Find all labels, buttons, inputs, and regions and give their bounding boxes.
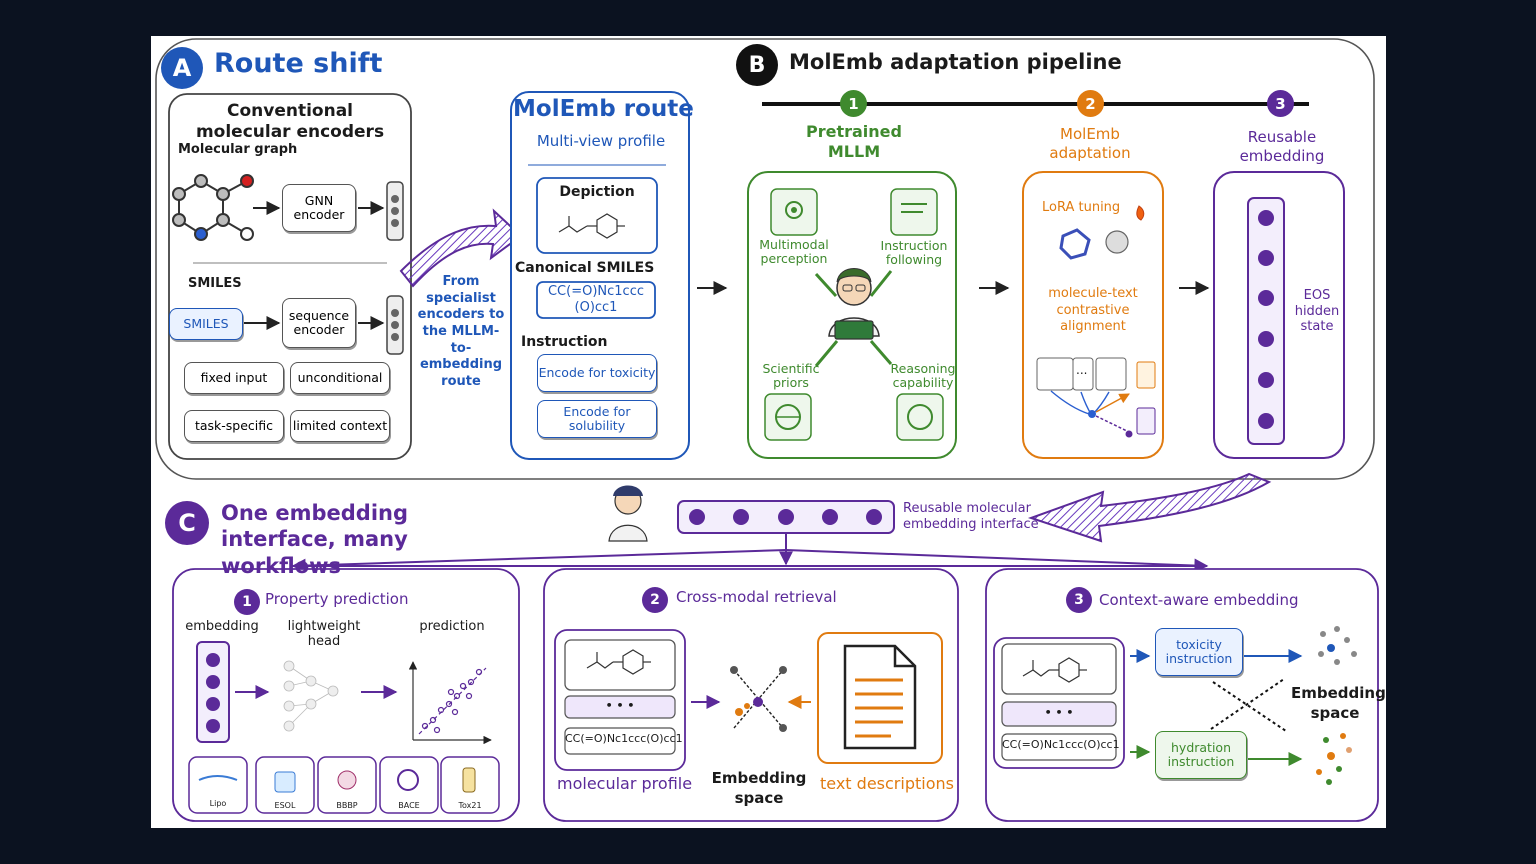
molecular-graph-label: Molecular graph <box>178 142 298 157</box>
w3-cluster-top <box>1318 626 1357 665</box>
small-scientist <box>608 485 648 542</box>
w2-embedding-space: Embedding space <box>711 769 807 807</box>
encode-solubility-box: Encode for solubility <box>537 400 657 438</box>
smiles-box: SMILES <box>169 308 243 340</box>
document-icon <box>843 644 917 750</box>
panel-b-badge: B <box>736 44 778 86</box>
step-3-badge: 3 <box>1267 90 1294 117</box>
w1-head-label: lightweight head <box>287 619 361 649</box>
molecule-graph <box>172 174 254 241</box>
step-2-badge: 2 <box>1077 90 1104 117</box>
step-1-label: Pretrained MLLM <box>806 122 902 161</box>
conventional-title: Conventional molecular encoders <box>195 101 385 143</box>
step-1-badge: 1 <box>840 90 867 117</box>
w1-prediction-label: prediction <box>419 619 485 634</box>
canonical-smiles-label: Canonical SMILES <box>515 260 655 276</box>
smiles-value-box <box>536 281 656 319</box>
limit-task-specific: task-specific <box>184 410 284 442</box>
dataset-tox21: Tox21 <box>458 801 482 810</box>
depiction-box <box>536 177 658 254</box>
panel-c-badge: C <box>165 501 209 545</box>
w3-ellipsis: • • • <box>1044 706 1074 719</box>
sequence-encoder-box: sequence encoder <box>282 298 356 348</box>
dataset-bace: BACE <box>398 801 420 810</box>
scientist-figure <box>828 268 880 340</box>
interface-label: Reusable molecular embedding interface <box>903 501 1039 533</box>
w2-embedding-points <box>730 666 787 732</box>
w2-badge: 2 <box>642 587 668 613</box>
panel-a-title: Route shift <box>214 48 383 79</box>
dataset-esol: ESOL <box>274 801 296 810</box>
w2-ellipsis: • • • <box>605 699 635 712</box>
interface-arrow <box>1027 472 1272 543</box>
alignment-label: molecule-text contrastive alignment <box>1048 286 1138 335</box>
diagram-artwork <box>155 38 1379 822</box>
cap-reasoning: Reasoning capability <box>890 361 956 391</box>
w1-embedding-label: embedding <box>185 619 259 634</box>
smiles-value: CC(=O)Nc1ccc(O)cc1 <box>547 284 644 315</box>
step-3-label: Reusable embedding <box>1239 128 1325 165</box>
smiles-heading: SMILES <box>188 276 242 291</box>
w2-title: Cross-modal retrieval <box>676 588 837 606</box>
instruction-label: Instruction <box>521 334 608 350</box>
w3-embedding-space: Embedding space <box>1291 684 1386 722</box>
panel-c-title: One embedding interface, many workflows <box>221 501 409 578</box>
w1-badge: 1 <box>234 589 260 615</box>
limit-limited-context: limited context <box>290 410 390 442</box>
limit-fixed-input: fixed input <box>184 362 284 394</box>
w1-embedding-vector <box>196 641 230 743</box>
w3-smiles: CC(=O)Nc1ccc(O)cc1 <box>1002 738 1120 751</box>
neural-network <box>283 660 339 732</box>
molemb-route-title: MolEmb route <box>513 96 694 122</box>
step-2-label: MolEmb adaptation <box>1049 125 1131 162</box>
depiction-molecule <box>558 213 625 239</box>
route-shift-caption: From specialist encoders to the MLLM-to-… <box>417 274 505 389</box>
hydration-instruction-box: hydration instruction <box>1155 731 1247 779</box>
cap-multimodal: Multimodal perception <box>759 237 829 267</box>
dataset-bbbp: BBBP <box>336 801 358 810</box>
limit-unconditional: unconditional <box>290 362 390 394</box>
alignment-ellipsis: ... <box>1076 363 1088 377</box>
w3-cluster-bottom <box>1316 733 1352 785</box>
eos-label: EOS hidden state <box>1294 288 1340 335</box>
multi-view-label: Multi-view profile <box>536 132 666 150</box>
w3-title: Context-aware embedding <box>1099 591 1299 609</box>
panel-a-badge: A <box>161 47 203 89</box>
encode-toxicity-box: Encode for toxicity <box>537 354 657 392</box>
gnn-encoder-box: GNN encoder <box>282 184 356 232</box>
w2-text-descriptions: text descriptions <box>820 774 954 793</box>
mllm-box <box>747 171 957 459</box>
eos-vector <box>1247 197 1285 445</box>
depiction-label: Depiction <box>559 184 635 200</box>
toxicity-instruction-box: toxicity instruction <box>1155 628 1243 676</box>
w2-smiles: CC(=O)Nc1ccc(O)cc1 <box>565 732 683 745</box>
w2-molecular-profile: molecular profile <box>557 774 693 793</box>
w3-badge: 3 <box>1066 587 1092 613</box>
figure-canvas: A Route shift Conventional molecular enc… <box>151 36 1386 828</box>
cap-scientific: Scientific priors <box>762 361 820 391</box>
panel-b-title: MolEmb adaptation pipeline <box>789 50 1122 74</box>
scatter-plot <box>408 661 492 745</box>
w1-title: Property prediction <box>265 590 409 608</box>
cap-instruction: Instruction following <box>880 238 948 268</box>
lora-label: LoRA tuning <box>1042 200 1121 215</box>
dataset-lipo: Lipo <box>209 799 227 808</box>
